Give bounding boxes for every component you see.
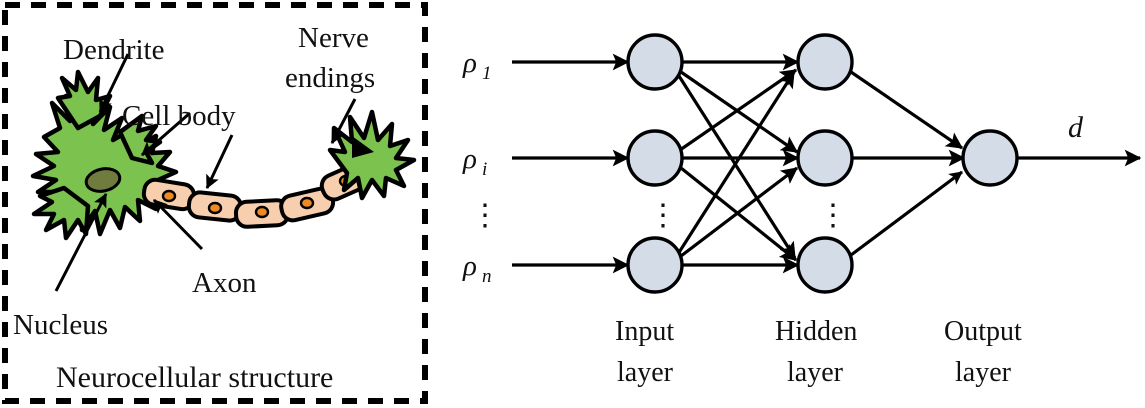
caption-neurocellular-structure: Neurocellular structure xyxy=(56,361,333,394)
axon-nucleus-dot xyxy=(161,189,177,203)
input-layer-nodes: ⋮ xyxy=(626,33,684,294)
axon-nucleus-dot xyxy=(299,196,315,210)
axon-nucleus-dot xyxy=(254,205,270,219)
nerve-endings-notch xyxy=(352,136,374,158)
leader-cell-body xyxy=(141,111,191,157)
caption-output-layer-line2: layer xyxy=(955,357,1012,388)
caption-input-layer-line1: Input xyxy=(615,316,674,347)
node-input-1[interactable] xyxy=(626,33,684,91)
soma-nucleus xyxy=(84,167,122,193)
label-nerve-endings-line1: Nerve xyxy=(298,22,369,54)
node-hidden-3[interactable] xyxy=(796,236,854,294)
edge-i1-h2 xyxy=(680,70,799,154)
caption-hidden-layer-line2: layer xyxy=(787,357,844,388)
node-output-1[interactable] xyxy=(961,129,1019,187)
node-hidden-2[interactable] xyxy=(796,129,854,187)
edge-h1-o xyxy=(850,70,964,150)
axon-segment xyxy=(186,190,244,223)
node-input-i[interactable] xyxy=(626,129,684,187)
leader-lines xyxy=(54,53,357,292)
output-label-d: d xyxy=(1068,111,1084,144)
caption-hidden-layer-line1: Hidden xyxy=(775,316,857,347)
edge-ii-h1 xyxy=(679,68,798,152)
input-symbols: ρ 1 ρ i ⋮ ρ n xyxy=(462,47,500,287)
node-input-n[interactable] xyxy=(626,236,684,294)
input-hidden-connections xyxy=(676,53,800,274)
neurocellular-structure-panel: Dendrite Cell body Nerve endings Axon Nu… xyxy=(2,2,428,404)
input-subscript-1: 1 xyxy=(482,63,492,84)
caption-output-layer-line1: Output xyxy=(944,316,1022,347)
label-axon: Axon xyxy=(192,267,257,299)
axon-myelin-sheath xyxy=(141,161,373,229)
axon-nucleus-dot xyxy=(207,201,223,215)
input-vertical-ellipsis: ⋮ xyxy=(470,199,500,232)
neural-network-diagram: ρ 1 ρ i ⋮ ρ n xyxy=(462,33,1142,388)
edge-h3-o xyxy=(850,170,963,257)
input-symbol-rho-n: ρ xyxy=(462,250,477,282)
leader-dendrite xyxy=(98,53,130,113)
input-subscript-i: i xyxy=(482,159,487,180)
edge-in-h2 xyxy=(680,166,799,258)
leader-nerve-endings xyxy=(330,98,357,144)
output-layer-nodes xyxy=(961,129,1019,187)
label-cell-body: Cell body xyxy=(122,100,236,132)
caption-input-layer-line2: layer xyxy=(617,357,674,388)
node-hidden-1[interactable] xyxy=(796,33,854,91)
input-feed-arrows xyxy=(512,53,630,274)
leader-nucleus xyxy=(54,193,108,292)
input-symbol-rho-1: ρ xyxy=(462,47,477,79)
leader-axon-lower xyxy=(152,198,204,251)
edge-in-h1 xyxy=(676,70,796,255)
hidden-layer-nodes: ⋮ xyxy=(796,33,854,294)
neuron-illustration xyxy=(30,69,417,241)
nerve-endings-shape xyxy=(327,109,417,201)
edge-i1-h3 xyxy=(677,75,797,260)
input-subscript-n: n xyxy=(482,266,492,287)
dendrite-branch-right xyxy=(117,113,163,166)
hidden-layer-node-ellipsis: ⋮ xyxy=(818,199,848,232)
input-layer-node-ellipsis: ⋮ xyxy=(648,199,678,232)
input-symbol-rho-i: ρ xyxy=(462,143,477,175)
hidden-output-connections xyxy=(850,70,966,257)
layer-captions: Input layer Hidden layer Output layer xyxy=(615,316,1022,388)
label-nerve-endings-line2: endings xyxy=(285,62,375,94)
label-nucleus: Nucleus xyxy=(13,309,108,341)
label-dendrite: Dendrite xyxy=(63,34,164,66)
dashed-panel-border xyxy=(2,2,428,404)
leader-axon-upper xyxy=(205,134,234,189)
